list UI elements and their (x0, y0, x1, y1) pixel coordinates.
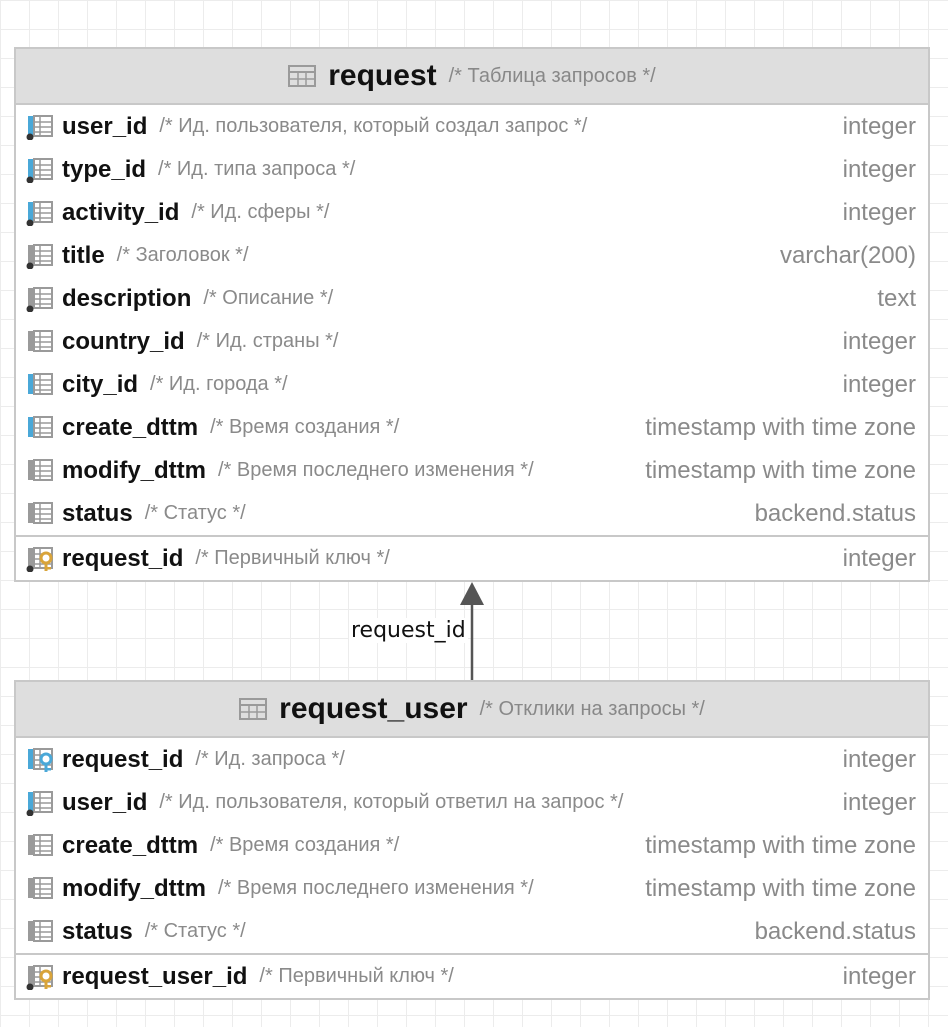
primary-key-icon (26, 546, 56, 572)
column-comment: /* Ид. запроса */ (195, 748, 345, 770)
column-row[interactable]: title /* Заголовок */ varchar(200) (16, 234, 928, 277)
column-type: integer (842, 112, 916, 140)
fk-key-icon (26, 747, 56, 773)
column-name: request_user_id (62, 962, 248, 990)
column-name: type_id (62, 155, 147, 183)
column-list: user_id /* Ид. пользователя, который созд… (16, 105, 928, 580)
column-icon (26, 833, 56, 859)
table-name: request_user (279, 692, 468, 725)
column-type: integer (842, 788, 916, 816)
primary-key-row[interactable]: request_user_id /* Первичный ключ */ integ… (16, 953, 928, 998)
column-row[interactable]: user_id /* Ид. пользователя, который созд… (16, 105, 928, 148)
table-request-user[interactable]: request_user /* Отклики на запросы */ re… (14, 680, 930, 1000)
column-type: text (877, 284, 916, 312)
column-name: title (62, 241, 105, 269)
column-type: integer (842, 745, 916, 773)
column-type: timestamp with time zone (645, 874, 916, 902)
column-icon (26, 501, 56, 527)
column-row[interactable]: city_id /* Ид. города */ integer (16, 363, 928, 406)
column-type: integer (842, 198, 916, 226)
table-icon (239, 698, 268, 720)
primary-key-row[interactable]: request_id /* Первичный ключ */ integer (16, 535, 928, 580)
column-comment: /* Первичный ключ */ (195, 547, 390, 569)
column-comment: /* Время последнего изменения */ (218, 877, 534, 899)
column-row[interactable]: status /* Статус */ backend.status (16, 910, 928, 953)
column-name: status (62, 499, 133, 527)
column-comment: /* Ид. пользователя, который создал запр… (159, 115, 588, 137)
column-type: backend.status (754, 917, 916, 945)
column-name: request_id (62, 544, 184, 572)
column-comment: /* Описание */ (203, 287, 334, 309)
table-header[interactable]: request_user /* Отклики на запросы */ (16, 682, 928, 738)
column-type: integer (842, 962, 916, 990)
column-comment: /* Ид. пользователя, который ответил на … (159, 791, 624, 813)
column-comment: /* Статус */ (144, 920, 246, 942)
column-icon (26, 329, 56, 355)
relationship-label: request_id (349, 618, 468, 643)
column-comment: /* Время создания */ (210, 416, 400, 438)
column-name: user_id (62, 788, 148, 816)
column-row[interactable]: user_id /* Ид. пользователя, который отве… (16, 781, 928, 824)
table-icon (288, 65, 317, 87)
fk-column-icon (26, 157, 56, 183)
table-name: request (328, 59, 437, 92)
column-icon (26, 919, 56, 945)
column-comment: /* Время создания */ (210, 834, 400, 856)
column-type: varchar(200) (779, 241, 916, 269)
column-type: integer (842, 544, 916, 572)
column-type: timestamp with time zone (645, 413, 916, 441)
column-name: country_id (62, 327, 185, 355)
column-comment: /* Первичный ключ */ (259, 965, 454, 987)
indexed-column-icon (26, 372, 56, 398)
column-row[interactable]: description /* Описание */ text (16, 277, 928, 320)
fk-column-icon (26, 790, 56, 816)
column-type: integer (842, 327, 916, 355)
column-type: integer (842, 155, 916, 183)
table-comment: /* Отклики на запросы */ (479, 697, 705, 720)
column-row[interactable]: type_id /* Ид. типа запроса */ integer (16, 148, 928, 191)
table-request[interactable]: request /* Таблица запросов */ user_id /*… (14, 47, 930, 582)
column-icon (26, 876, 56, 902)
column-name: city_id (62, 370, 139, 398)
column-type: integer (842, 370, 916, 398)
column-name: create_dttm (62, 413, 199, 441)
column-name: request_id (62, 745, 184, 773)
table-header[interactable]: request /* Таблица запросов */ (16, 49, 928, 105)
fk-column-icon (26, 114, 56, 140)
column-comment: /* Ид. сферы */ (191, 201, 330, 223)
column-row[interactable]: create_dttm /* Время создания */ timestamp… (16, 406, 928, 449)
column-row[interactable]: request_id /* Ид. запроса */ integer (16, 738, 928, 781)
column-type: timestamp with time zone (645, 831, 916, 859)
table-comment: /* Таблица запросов */ (448, 64, 656, 87)
indexed-column-icon (26, 415, 56, 441)
column-comment: /* Ид. страны */ (196, 330, 339, 352)
column-row[interactable]: status /* Статус */ backend.status (16, 492, 928, 535)
column-name: status (62, 917, 133, 945)
primary-key-icon (26, 964, 56, 990)
not-null-column-icon (26, 286, 56, 312)
column-row[interactable]: country_id /* Ид. страны */ integer (16, 320, 928, 363)
column-name: modify_dttm (62, 874, 206, 902)
column-name: user_id (62, 112, 148, 140)
column-comment: /* Ид. типа запроса */ (158, 158, 356, 180)
column-icon (26, 458, 56, 484)
column-name: modify_dttm (62, 456, 206, 484)
column-row[interactable]: modify_dttm /* Время последнего изменения… (16, 867, 928, 910)
column-comment: /* Время последнего изменения */ (218, 459, 534, 481)
column-comment: /* Ид. города */ (150, 373, 288, 395)
fk-column-icon (26, 200, 56, 226)
column-row[interactable]: create_dttm /* Время создания */ timestamp… (16, 824, 928, 867)
column-type: backend.status (754, 499, 916, 527)
column-row[interactable]: activity_id /* Ид. сферы */ integer (16, 191, 928, 234)
column-name: description (62, 284, 192, 312)
column-name: create_dttm (62, 831, 199, 859)
column-type: timestamp with time zone (645, 456, 916, 484)
column-comment: /* Статус */ (144, 502, 246, 524)
not-null-column-icon (26, 243, 56, 269)
column-row[interactable]: modify_dttm /* Время последнего изменения… (16, 449, 928, 492)
column-comment: /* Заголовок */ (116, 244, 249, 266)
column-name: activity_id (62, 198, 180, 226)
